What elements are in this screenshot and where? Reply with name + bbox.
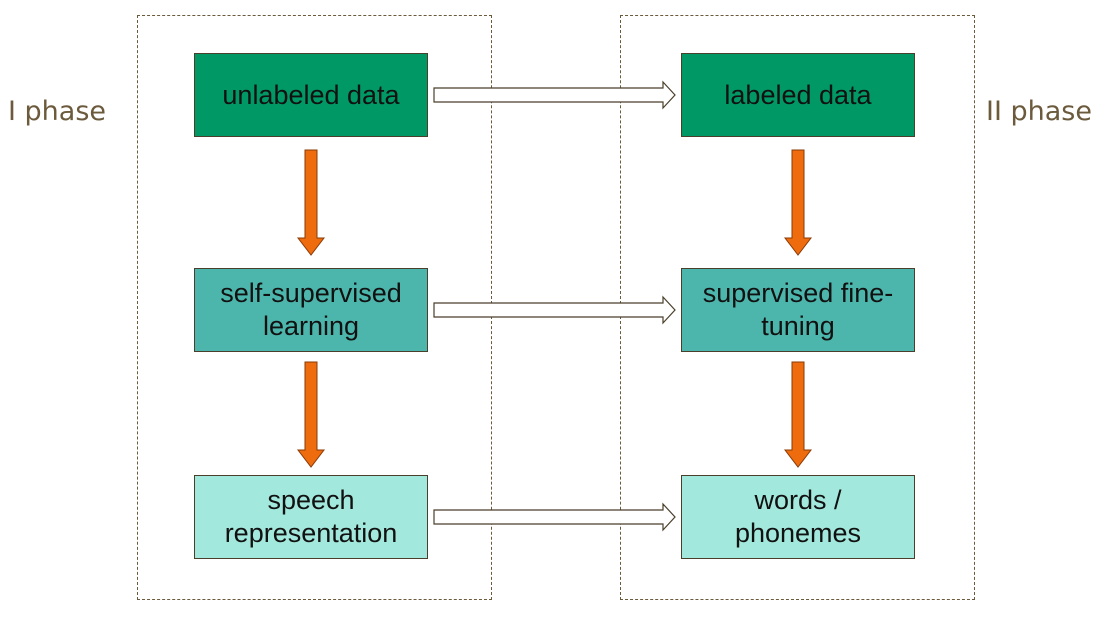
speech-representation-box: speech representation <box>194 475 428 559</box>
unlabeled-data-box: unlabeled data <box>194 53 428 137</box>
phase-2-label: II phase <box>986 96 1092 127</box>
supervised-fine-tuning-box: supervised fine-tuning <box>681 268 915 352</box>
unlabeled-data-text: unlabeled data <box>222 79 400 110</box>
supervised-fine-tuning-text: supervised fine-tuning <box>702 278 894 341</box>
self-supervised-learning-text: self-supervised learning <box>220 278 402 341</box>
self-supervised-learning-box: self-supervised learning <box>194 268 428 352</box>
labeled-data-text: labeled data <box>724 79 872 110</box>
phase-1-label: I phase <box>8 96 107 127</box>
labeled-data-box: labeled data <box>681 53 915 137</box>
speech-representation-text: speech representation <box>224 485 398 548</box>
words-phonemes-box: words / phonemes <box>681 475 915 559</box>
words-phonemes-text: words / phonemes <box>734 485 862 548</box>
